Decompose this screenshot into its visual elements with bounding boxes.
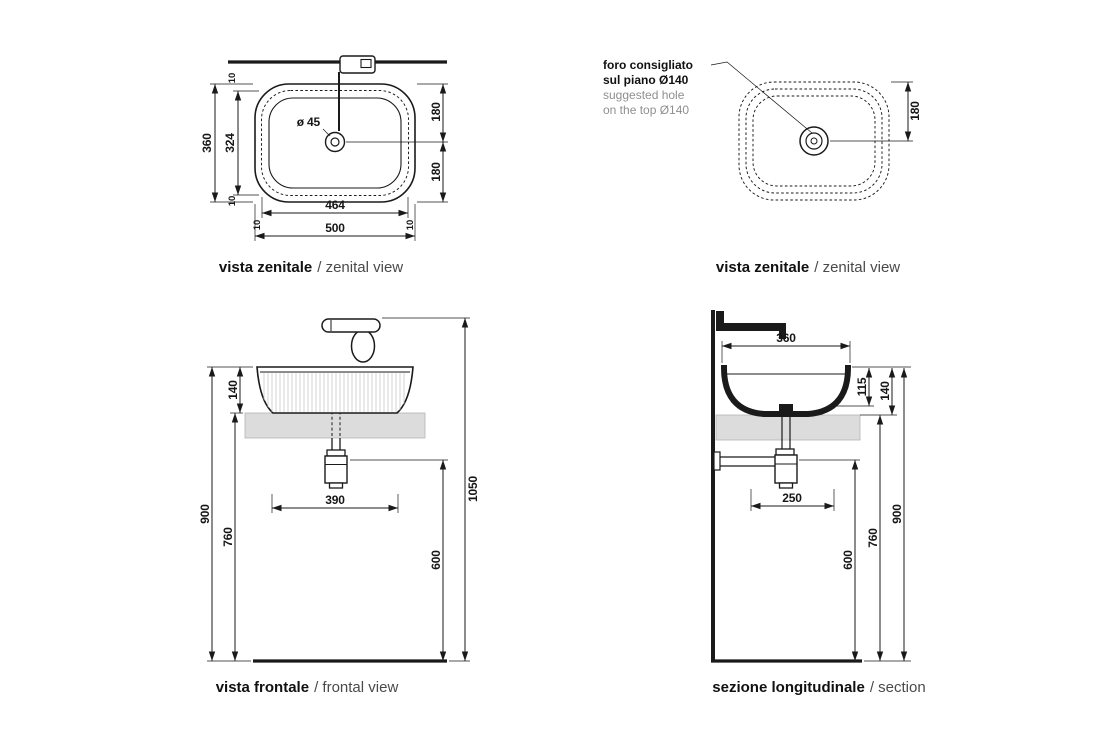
dim-500-label: 500 [325,221,345,235]
extension-lines-tr [830,81,913,142]
dim-464-label: 464 [325,198,345,212]
dim-324-label: 324 [223,133,237,153]
dim-900-section-label: 900 [890,504,904,524]
dim-360-section-label: 360 [776,331,796,345]
dim-180-bottom-label: 180 [429,162,443,182]
zenital-view-left: 360 324 10 10 180 180 464 10 10 500 ø 45… [200,55,448,276]
note-line-1: foro consigliato [603,58,693,72]
dim-140-section-label: 140 [878,381,892,401]
faucet-front [321,318,381,363]
dim-360-label: 360 [200,133,214,153]
frontal-view: 140 900 760 390 600 1050 vista frontale/… [198,317,480,696]
dim-180-top-label: 180 [429,102,443,122]
dim-250-label: 250 [782,491,802,505]
dim-900-label: 900 [198,504,212,524]
suggested-hole-note: foro consigliato sul piano Ø140 suggeste… [603,58,813,134]
dim-1050-label: 1050 [466,476,480,502]
drain-section [779,404,793,450]
note-line-3: suggested hole [603,88,685,102]
dimension-lines-tl [211,84,447,240]
dim-600-label: 600 [429,550,443,570]
dim-600-section-label: 600 [841,550,855,570]
dim-10-top-label: 10 [227,73,238,84]
dim-10-bottom-label: 10 [227,196,238,207]
note-line-4: on the top Ø140 [603,103,689,117]
dim-10-right-label: 10 [405,220,416,231]
basin-section [720,364,852,417]
zenital-view-right: foro consigliato sul piano Ø140 suggeste… [603,58,922,276]
faucet-section [716,311,786,339]
dim-115-label: 115 [855,377,869,396]
caption-frontal: vista frontale/ frontal view [216,679,399,696]
dim-760-label: 760 [221,527,235,547]
trap-front [324,438,348,489]
drain-diameter-label: ø 45 [297,115,321,129]
note-leader-line [710,61,813,134]
dimension-lines-br [722,342,908,661]
dimension-lines-bl [208,318,469,661]
trap-section [713,448,798,489]
dim-10-left-label: 10 [252,220,263,231]
basin-front [256,366,414,414]
countertop-section [715,414,861,441]
dim-390-label: 390 [325,493,345,507]
countertop-front [244,412,426,439]
caption-section: sezione longitudinale/ section [712,679,925,696]
caption-zenital-left: vista zenitale/ zenital view [219,259,403,276]
dim-180-label: 180 [908,101,922,121]
note-line-2: sul piano Ø140 [603,73,689,87]
faucet-plan [338,55,376,131]
dim-140-label: 140 [226,380,240,400]
drain-hole [799,126,829,156]
caption-zenital-right: vista zenitale/ zenital view [716,259,900,276]
section-view: 360 115 140 250 600 760 900 sezione long… [711,310,926,696]
drain-plan [322,128,346,153]
dim-760-section-label: 760 [866,528,880,548]
